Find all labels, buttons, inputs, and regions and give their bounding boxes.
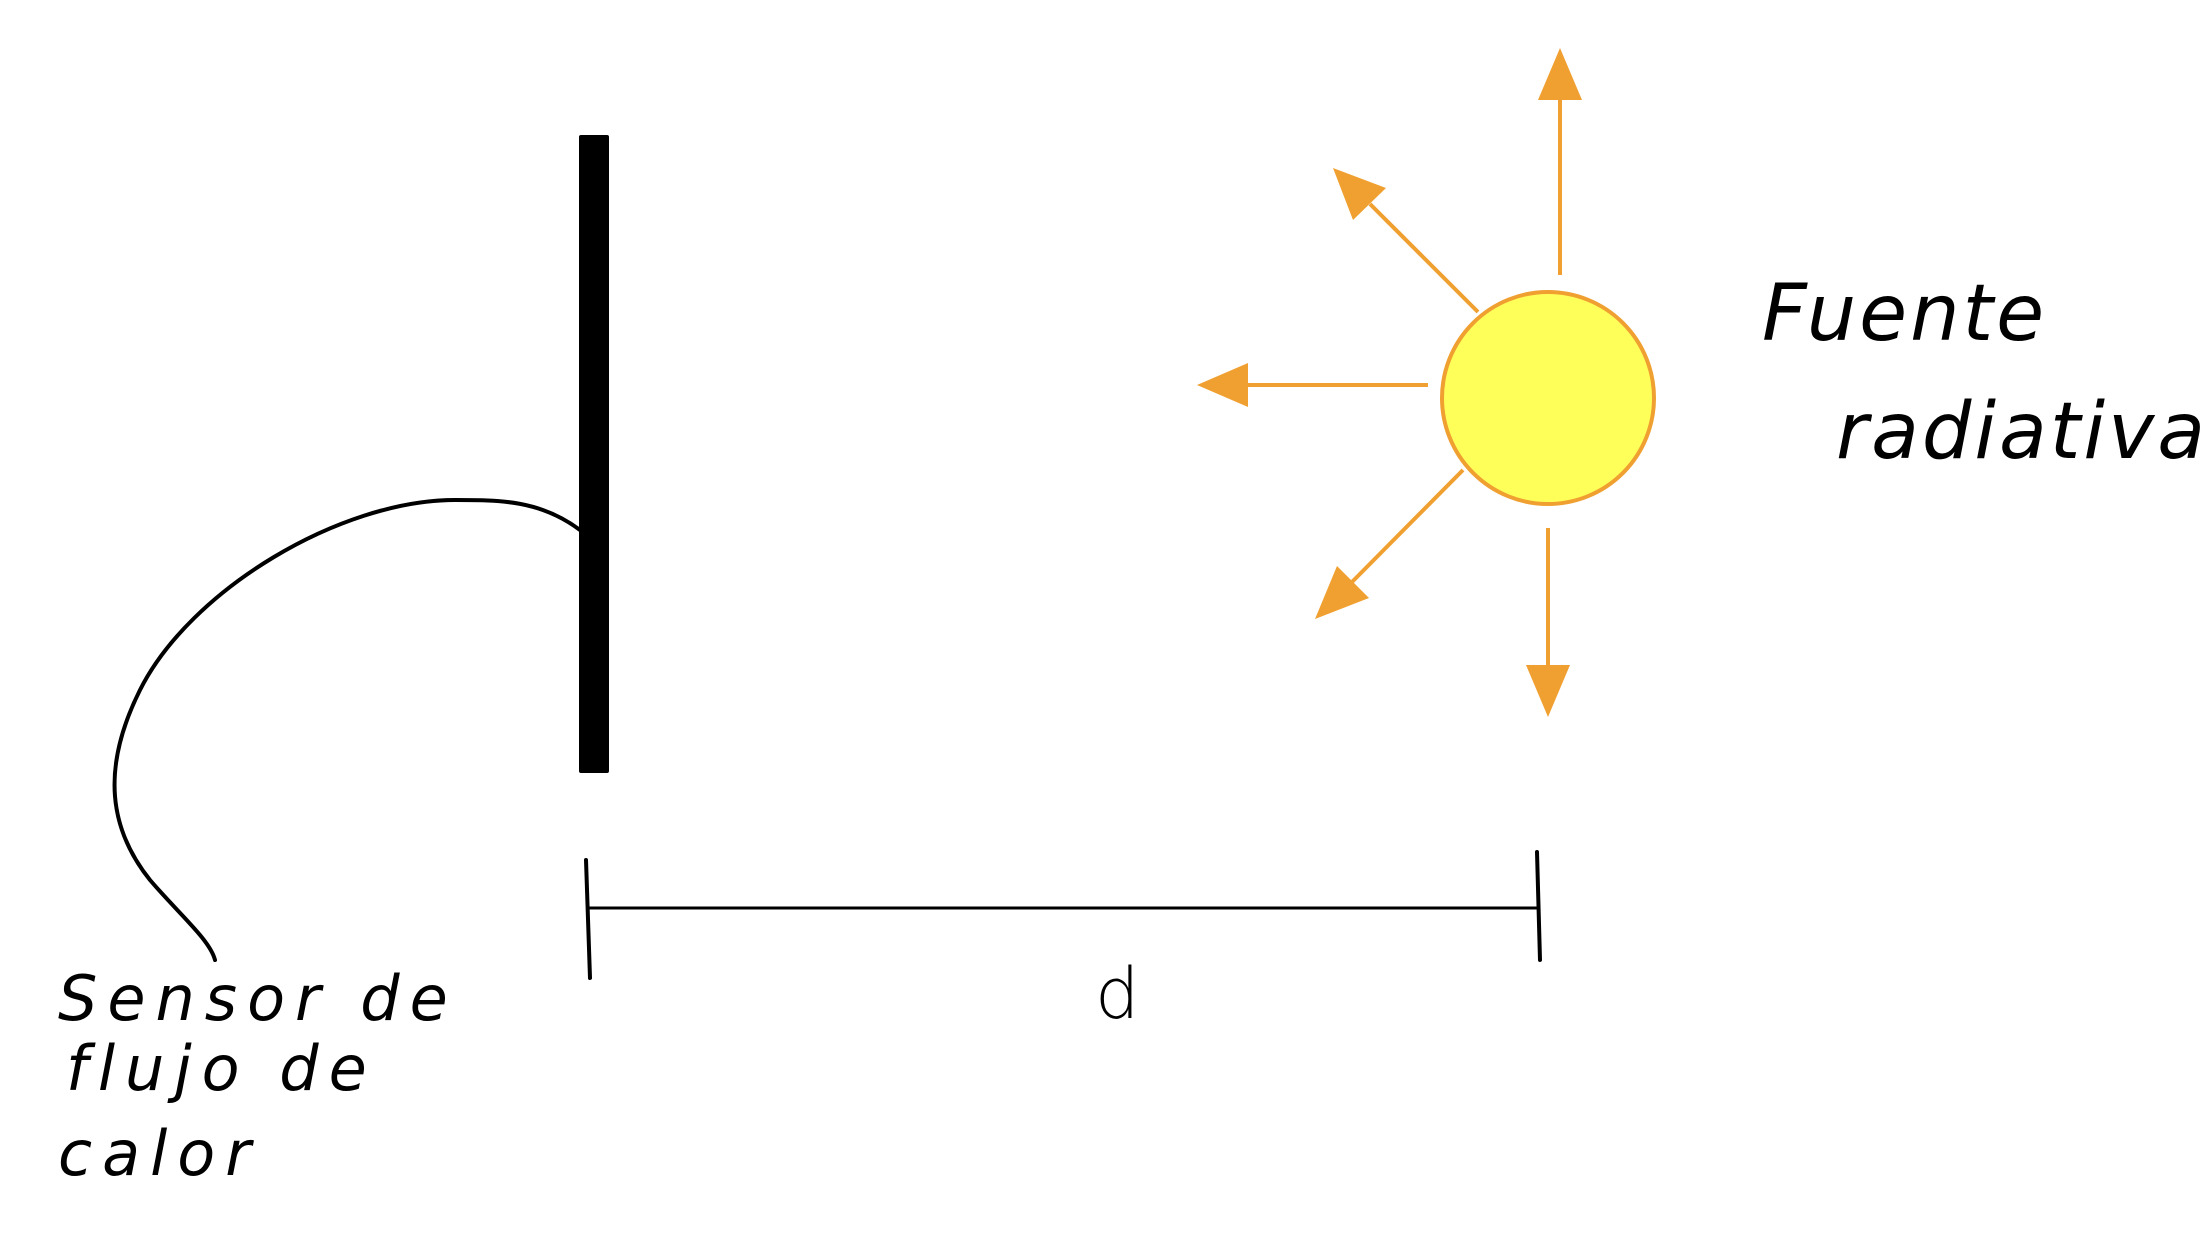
dimension-tick-right <box>1535 850 1542 962</box>
sensor-cable <box>112 497 582 962</box>
arrow-up-left-icon <box>1333 168 1480 314</box>
distance-dimension <box>584 850 1542 980</box>
source-label-line2: radiativa <box>1836 387 2204 477</box>
radiation-arrows <box>1197 48 1582 717</box>
sensor-label-line2: flujo de <box>66 1032 377 1105</box>
arrow-up-icon <box>1538 48 1582 275</box>
dimension-tick-left <box>584 858 592 980</box>
sensor-label-line1: Sensor de <box>58 962 458 1035</box>
distance-label: d <box>1095 953 1139 1035</box>
sun-icon <box>1440 290 1656 506</box>
arrow-down-left-icon <box>1315 468 1465 619</box>
source-label-line1: Fuente <box>1762 269 2047 359</box>
arrow-left-icon <box>1197 363 1428 407</box>
sensor-label-line3: calor <box>58 1117 261 1190</box>
sensor-plate <box>579 135 609 773</box>
arrow-down-icon <box>1526 528 1570 717</box>
